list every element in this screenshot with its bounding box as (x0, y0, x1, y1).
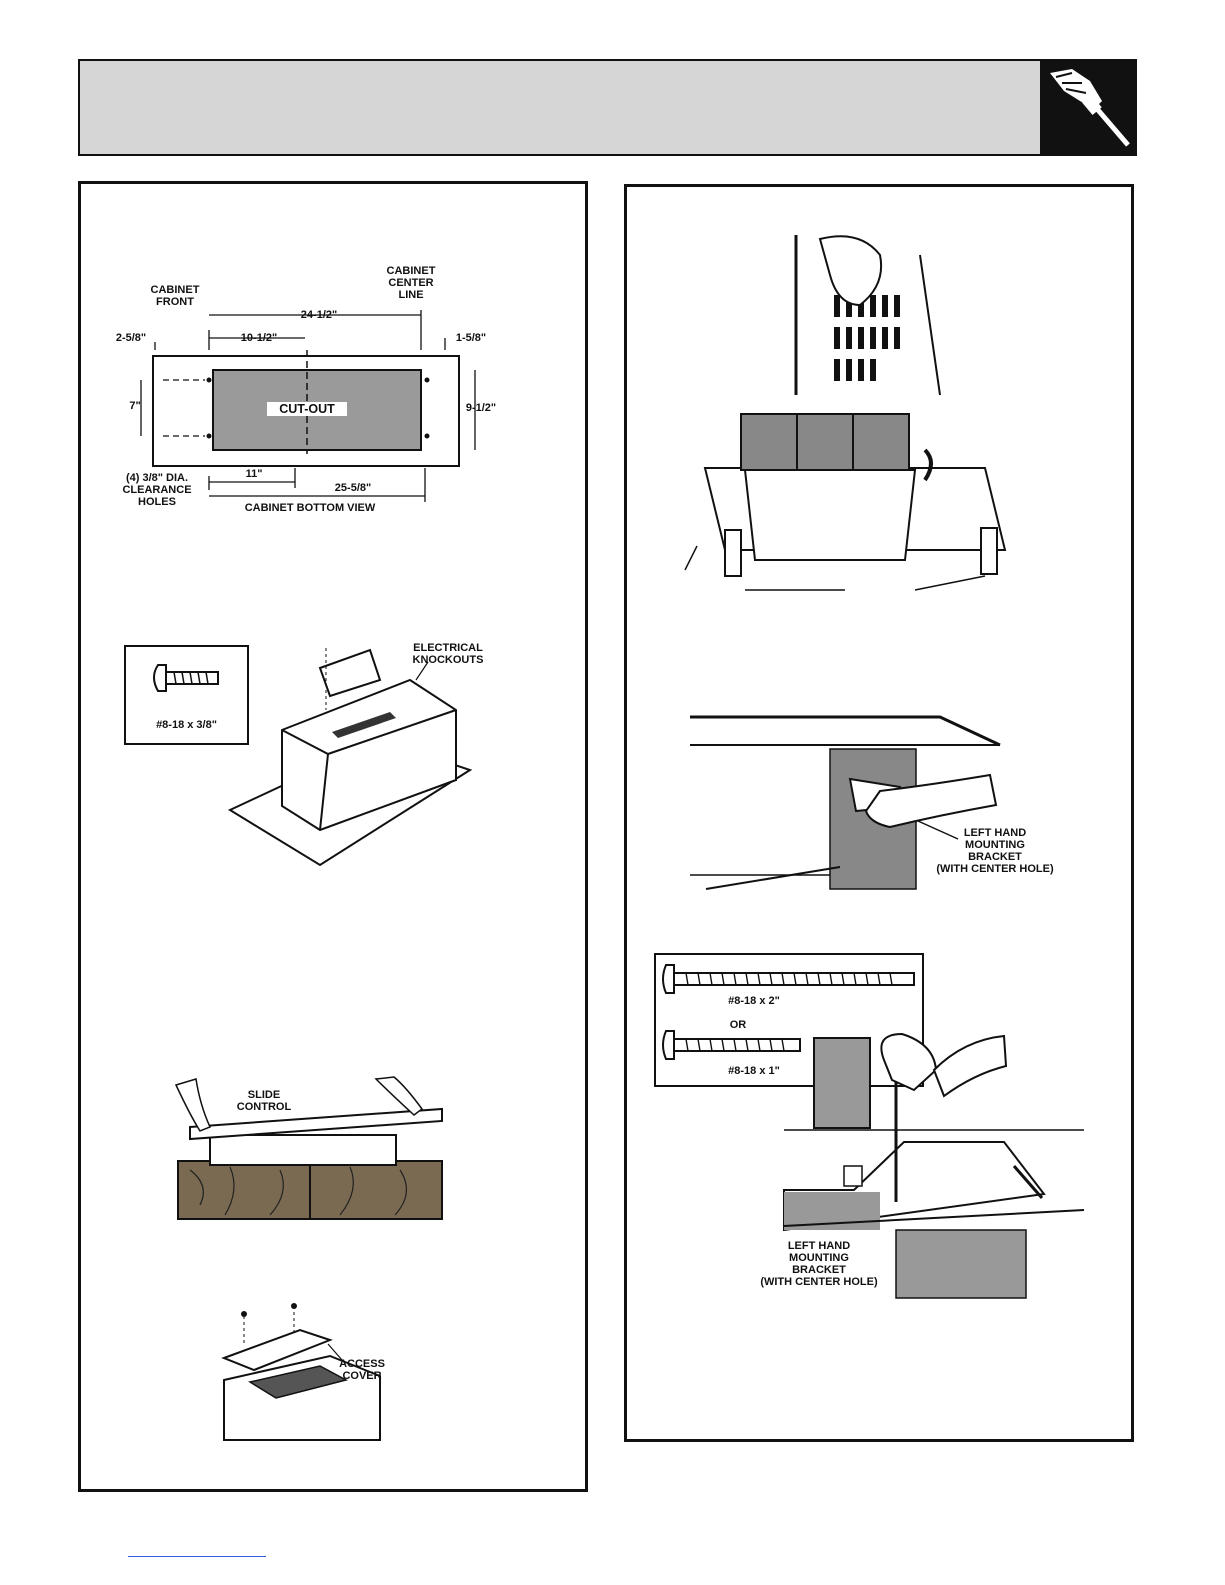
label-slide-control: SLIDE CONTROL (236, 1089, 292, 1113)
label-left-hand-bracket-2: LEFT HAND MOUNTING BRACKET (WITH CENTER … (744, 1240, 894, 1288)
electrical-knockouts-diagram: ELECTRICAL KNOCKOUTS (220, 640, 510, 867)
label-clearance-holes: (4) 3/8" DIA. CLEARANCE HOLES (122, 472, 192, 508)
screws-box: #8-18 x 2" OR #8-18 x 1" (654, 953, 924, 1087)
label-screw-2: #8-18 x 2" (728, 995, 780, 1007)
label-electrical-knockouts: ELECTRICAL KNOCKOUTS (412, 642, 484, 666)
mounting-bracket-diagram: LEFT HAND MOUNTING BRACKET (WITH CENTER … (690, 715, 1054, 890)
label-dim-1-5-8: 1-5/8" (455, 332, 487, 344)
label-cabinet-bottom-view: CABINET BOTTOM VIEW (244, 502, 376, 514)
hand-screwdriver-icon (1040, 59, 1137, 156)
label-dim-9-1-2: 9-1/2" (465, 402, 497, 414)
cabinet-bottom-view-diagram: CABINET FRONT CABINET CENTER LINE 2-5/8"… (105, 258, 505, 518)
label-cut-out: CUT-OUT (267, 402, 347, 416)
label-left-hand-bracket-1: LEFT HAND MOUNTING BRACKET (WITH CENTER … (936, 827, 1054, 875)
filter-grille-diagram (790, 235, 950, 396)
label-screw-3-8: #8-18 x 3/8" (156, 719, 217, 731)
label-dim-10-1-2: 10-1/2" (240, 332, 278, 344)
label-cabinet-front: CABINET FRONT (150, 284, 200, 308)
screw-3-8-box: #8-18 x 3/8" (124, 645, 249, 745)
label-dim-11: 11" (245, 468, 263, 480)
label-screw-1: #8-18 x 1" (728, 1065, 780, 1077)
label-access-cover: ACCESS COVER (339, 1358, 385, 1382)
label-dim-24-1-2: 24-1/2" (300, 309, 338, 321)
label-dim-7: 7" (129, 400, 141, 412)
screwdriver-install-diagram: LEFT HAND MOUNTING BRACKET (WITH CENTER … (744, 1030, 1085, 1299)
page-header-band (78, 59, 1044, 156)
label-dim-2-5-8: 2-5/8" (115, 332, 147, 344)
filter-frame-diagram (684, 410, 1015, 595)
label-dim-25-5-8: 25-5/8" (334, 482, 372, 494)
footer-link[interactable] (128, 1556, 266, 1557)
access-cover-diagram: ACCESS COVER (220, 1300, 390, 1441)
slide-control-diagram: SLIDE CONTROL (170, 1075, 450, 1220)
label-screw-or: OR (729, 1019, 747, 1031)
label-cabinet-center-line: CABINET CENTER LINE (386, 265, 436, 301)
